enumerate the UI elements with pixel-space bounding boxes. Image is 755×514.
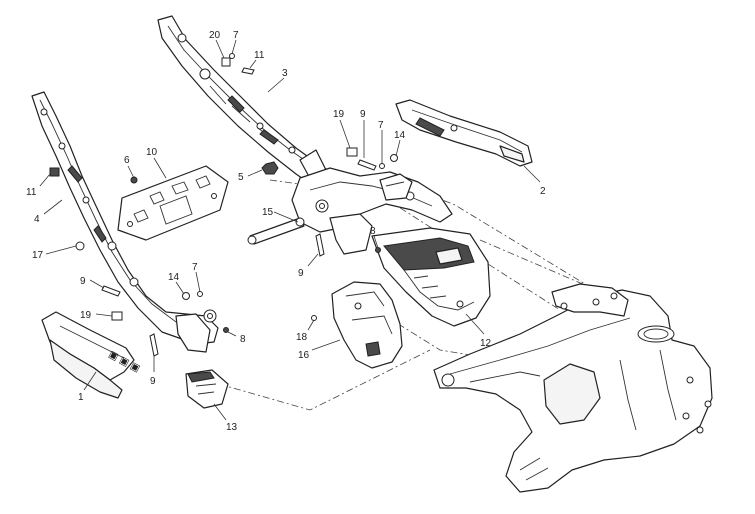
- callout-7: 7: [378, 120, 384, 131]
- callout-19: 19: [80, 310, 92, 321]
- callout-9: 9: [80, 276, 86, 287]
- callout-3: 3: [282, 68, 288, 79]
- bracket-part-13: [185, 369, 229, 409]
- callout-8: 8: [240, 334, 246, 345]
- callout-16: 16: [298, 350, 310, 361]
- callout-19: 19: [333, 109, 345, 120]
- callout-1: 1: [78, 392, 84, 403]
- callout-6: 6: [124, 155, 130, 166]
- side-cover-part-1: ▣ ▣ ▣: [41, 311, 142, 399]
- side-cover-part-2: [395, 99, 533, 167]
- callout-11: 11: [26, 187, 37, 198]
- callout-11: 11: [254, 50, 265, 61]
- callout-14: 14: [168, 272, 180, 283]
- callout-10: 10: [146, 147, 158, 158]
- callout-9: 9: [360, 109, 366, 120]
- callout-4: 4: [34, 214, 40, 225]
- subframe-cross-member: [291, 167, 453, 255]
- callout-17: 17: [32, 250, 44, 261]
- rod-part-15: [247, 217, 305, 245]
- callout-9: 9: [150, 376, 156, 387]
- callout-7: 7: [233, 30, 239, 41]
- callout-8: 8: [370, 226, 376, 237]
- callout-7: 7: [192, 262, 198, 273]
- callout-15: 15: [262, 207, 274, 218]
- callout-14: 14: [394, 130, 406, 141]
- callout-2: 2: [540, 186, 546, 197]
- callout-20: 20: [209, 30, 221, 41]
- callout-12: 12: [480, 338, 492, 349]
- leader-lines: [39, 39, 541, 421]
- electronics-tray-part-12: [371, 227, 491, 327]
- subframe-rail-lower-part-4: [31, 91, 219, 353]
- mounting-plate-part-10: [117, 165, 229, 241]
- callout-13: 13: [226, 422, 238, 433]
- callout-9: 9: [298, 268, 304, 279]
- hardware-items: [49, 53, 398, 357]
- callout-5: 5: [238, 172, 244, 183]
- cover-part-16: [331, 281, 403, 369]
- callout-labels: 20 7 11 3 19 9 7 14 2 6 10 5 11 4 15 8 1…: [26, 30, 546, 433]
- callout-18: 18: [296, 332, 308, 343]
- main-frame: [433, 283, 713, 493]
